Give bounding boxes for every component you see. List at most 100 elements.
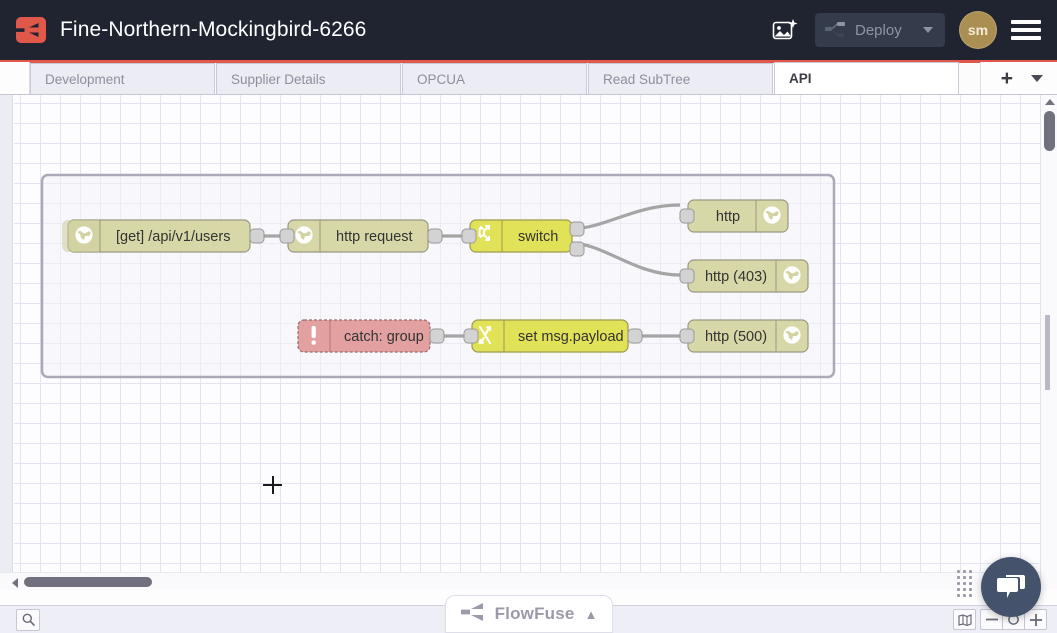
grip-dot xyxy=(969,576,972,579)
grip-dot xyxy=(969,570,972,573)
globe-icon xyxy=(75,226,93,244)
add-flow-icon[interactable]: + xyxy=(1000,66,1013,90)
node-input-port[interactable] xyxy=(679,268,695,284)
hamburger-line xyxy=(1011,28,1041,32)
search-icon[interactable] xyxy=(16,608,40,631)
grip-dot xyxy=(957,576,960,579)
node-input-port[interactable] xyxy=(279,228,295,244)
vertical-scroll-thumb[interactable] xyxy=(1044,111,1055,151)
node-label: http (403) xyxy=(705,269,767,285)
flowfuse-footer-widget[interactable]: FlowFuse ▲ xyxy=(445,595,613,633)
flow-node-http-request[interactable]: http request xyxy=(279,219,443,253)
swap-arrows-icon xyxy=(478,325,492,345)
chevron-down-icon[interactable] xyxy=(923,27,933,33)
node-label: http request xyxy=(336,229,413,245)
flow-node-catch[interactable]: catch: group xyxy=(297,319,445,353)
canvas-vertical-scrollbar[interactable] xyxy=(1040,95,1057,590)
node-input-port[interactable] xyxy=(461,228,477,244)
grip-dot xyxy=(957,594,960,597)
flowfuse-label: FlowFuse xyxy=(494,604,575,623)
node-input-port[interactable] xyxy=(679,208,695,224)
scroll-left-arrow-icon[interactable] xyxy=(12,578,18,588)
flow-tabbar: Development Supplier Details OPCUA Read … xyxy=(0,62,1057,95)
flowfuse-logo-icon xyxy=(460,602,487,627)
chat-bubble-icon[interactable] xyxy=(981,557,1041,617)
tab-opcua[interactable]: OPCUA xyxy=(402,63,587,94)
tab-label: Supplier Details xyxy=(231,71,326,87)
node-label: set msg.payload xyxy=(518,329,624,345)
deploy-button[interactable]: Deploy xyxy=(815,13,945,47)
flow-node-http-response-200[interactable]: http xyxy=(679,199,789,233)
grip-dot xyxy=(963,582,966,585)
globe-icon xyxy=(783,266,801,284)
tabbar-actions: + xyxy=(979,62,1057,94)
globe-icon xyxy=(783,326,801,344)
grip-dot xyxy=(963,588,966,591)
node-label: http (500) xyxy=(705,329,767,345)
tab-development[interactable]: Development xyxy=(30,63,215,94)
node-output-port[interactable] xyxy=(627,328,643,344)
flow-node-http-in[interactable]: [get] /api/v1/users xyxy=(62,219,265,253)
node-input-port[interactable] xyxy=(463,328,479,344)
ai-sparkle-image-icon[interactable] xyxy=(767,13,801,47)
node-input-port[interactable] xyxy=(679,328,695,344)
workspace-left-strip xyxy=(0,95,13,590)
canvas-view-controls xyxy=(953,609,1057,630)
deploy-label: Deploy xyxy=(855,21,902,39)
vertical-scroll-marker xyxy=(1045,315,1050,390)
hamburger-line xyxy=(1011,36,1041,40)
grip-dot xyxy=(957,582,960,585)
exclamation-icon xyxy=(311,326,316,345)
tab-label: Development xyxy=(45,71,125,87)
grip-dot xyxy=(969,588,972,591)
node-output-port-2[interactable] xyxy=(569,241,585,257)
flow-node-http-response-403[interactable]: http (403) xyxy=(679,259,809,293)
grip-dot xyxy=(957,570,960,573)
grip-dot xyxy=(963,576,966,579)
chevron-down-icon[interactable] xyxy=(1031,74,1043,82)
page-title: Fine-Northern-Mockingbird-6266 xyxy=(60,18,367,41)
grip-dot xyxy=(963,594,966,597)
tabbar-left-spacer xyxy=(0,62,30,94)
globe-icon xyxy=(763,206,781,224)
flowfuse-logo-icon xyxy=(16,17,46,43)
tab-read-subtree[interactable]: Read SubTree xyxy=(588,63,773,94)
canvas-horizontal-scrollbar[interactable] xyxy=(0,572,1040,590)
deploy-nodes-icon xyxy=(823,20,849,40)
app-header: Fine-Northern-Mockingbird-6266 xyxy=(0,0,1057,63)
chevron-up-icon[interactable]: ▲ xyxy=(584,606,598,622)
zoom-in-icon[interactable] xyxy=(1024,609,1047,630)
flow-node-http-response-500[interactable]: http (500) xyxy=(679,319,809,353)
flow-node-switch[interactable]: switch xyxy=(461,219,585,257)
brand: Fine-Northern-Mockingbird-6266 xyxy=(0,17,366,43)
tab-api[interactable]: API xyxy=(774,62,959,94)
flow-node-change[interactable]: set msg.payload xyxy=(463,319,643,353)
drag-grip-icon[interactable] xyxy=(957,570,972,602)
header-actions: Deploy sm xyxy=(767,11,1057,49)
grip-dot xyxy=(963,570,966,573)
node-output-port[interactable] xyxy=(249,228,265,244)
flow-canvas[interactable]: [get] /api/v1/users http request xyxy=(14,95,1040,590)
node-label: catch: group xyxy=(344,329,424,345)
node-label: [get] /api/v1/users xyxy=(116,229,230,245)
flow-graph: [get] /api/v1/users http request xyxy=(40,173,836,379)
tab-label: API xyxy=(789,71,812,86)
node-label: http xyxy=(716,209,740,225)
map-navigator-icon[interactable] xyxy=(953,609,976,630)
horizontal-scroll-thumb[interactable] xyxy=(24,577,152,587)
hamburger-line xyxy=(1011,20,1041,24)
node-output-port[interactable] xyxy=(427,228,443,244)
hamburger-menu-icon[interactable] xyxy=(1011,18,1041,42)
tab-label: Read SubTree xyxy=(603,71,691,87)
node-label: switch xyxy=(518,229,558,245)
tab-label: OPCUA xyxy=(417,71,466,87)
workspace: [get] /api/v1/users http request xyxy=(0,95,1057,590)
scroll-up-arrow-icon[interactable] xyxy=(1045,99,1055,105)
node-output-port[interactable] xyxy=(429,328,445,344)
avatar[interactable]: sm xyxy=(959,11,997,49)
grip-dot xyxy=(969,594,972,597)
tab-supplier-details[interactable]: Supplier Details xyxy=(216,63,401,94)
node-output-port-1[interactable] xyxy=(569,221,585,237)
grip-dot xyxy=(957,588,960,591)
grip-dot xyxy=(969,582,972,585)
